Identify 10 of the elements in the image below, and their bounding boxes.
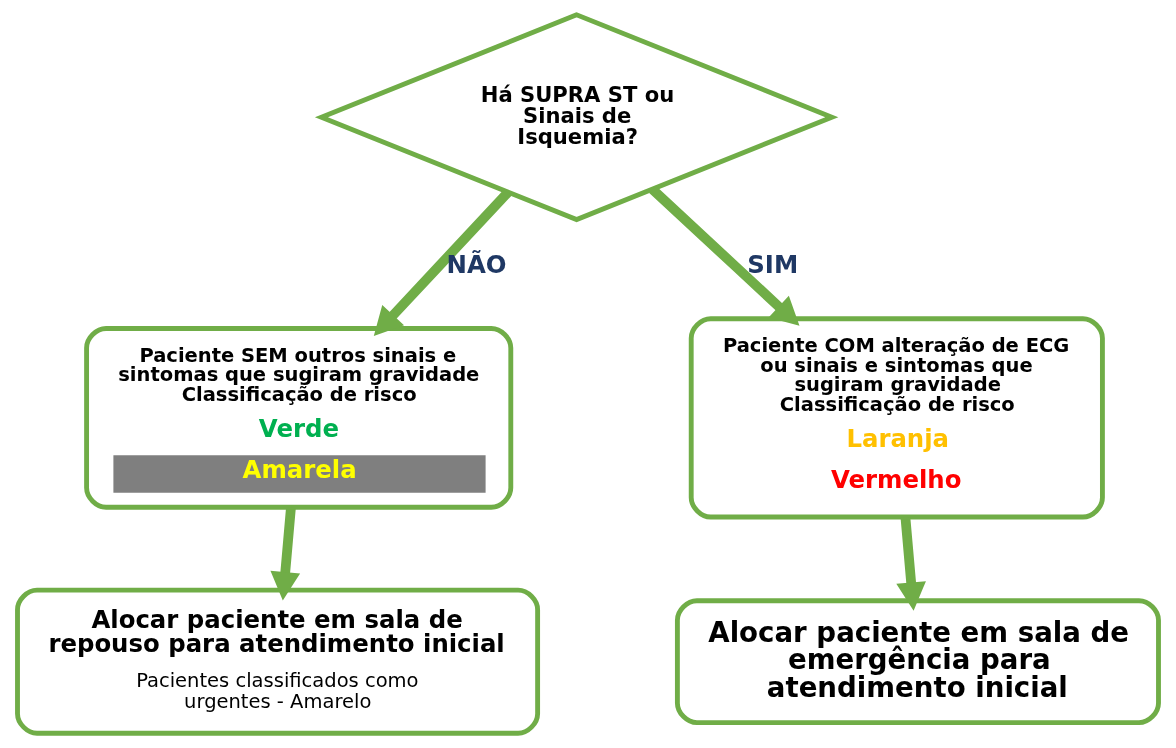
node-box: Alocar paciente em sala de repouso para atendimento inicial Pacientes classificados como urgentes - Amarelo — [15, 587, 541, 736]
arrow — [270, 507, 301, 601]
arrow — [373, 189, 512, 336]
edge-label: NÃO — [446, 250, 507, 280]
node-box: Paciente COM alteração de ECG ou sinais e sintomas que sugiram gravidade Classificação de risco Laranja Vermelho — [688, 316, 1105, 520]
node-box: Paciente SEM outros sinais e sintomas que sugiram gravidade Classificação de risco Verde Amarela — [84, 326, 514, 510]
node-diamond: Há SUPRA ST ou Sinais de Isquemia? — [314, 12, 839, 223]
arrow — [896, 516, 926, 611]
edge-label: SIM — [747, 250, 799, 280]
node-box: Alocar paciente em sala de emergência para atendimento inicial — [674, 598, 1161, 726]
